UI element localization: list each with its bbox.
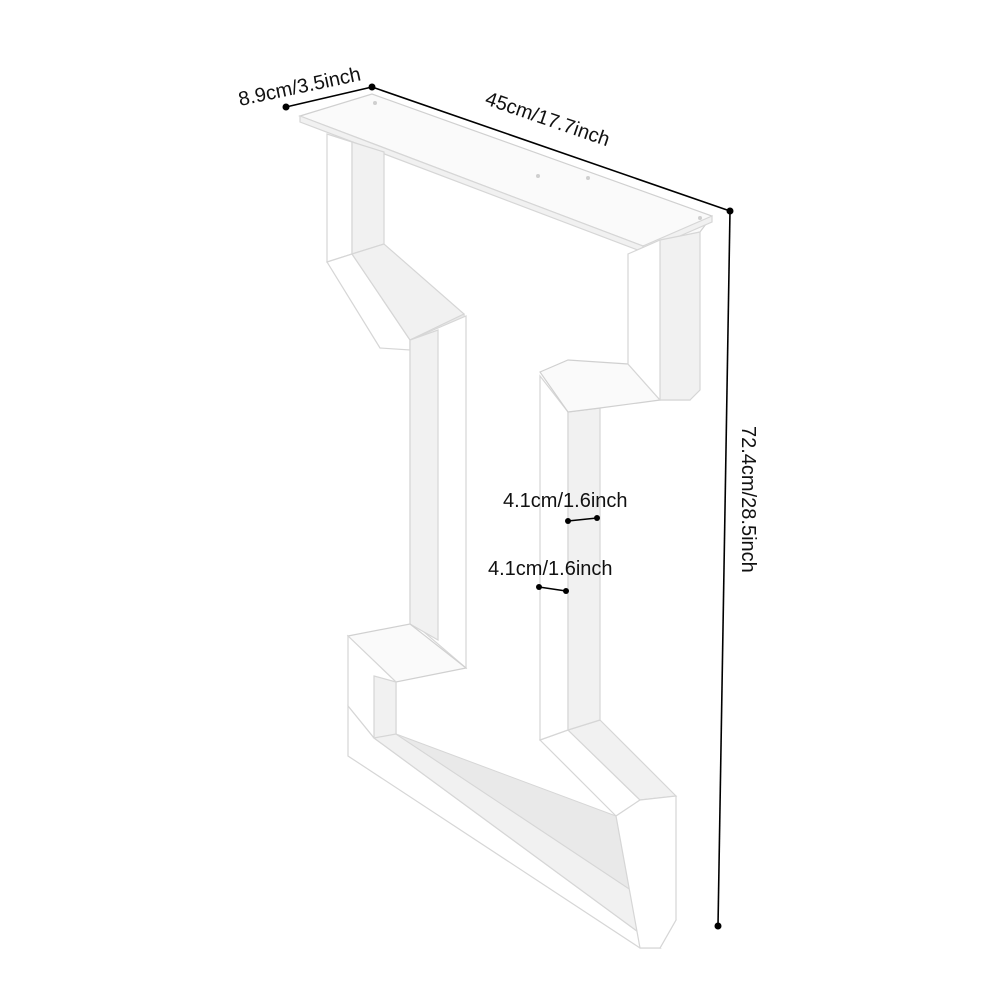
screw-hole — [698, 216, 702, 220]
tube-depth-label: 4.1cm/1.6inch — [488, 558, 613, 580]
tube-width-label: 4.1cm/1.6inch — [503, 490, 628, 512]
tube-width-dimension — [565, 515, 600, 524]
screw-hole — [536, 174, 540, 178]
left-main-post — [409, 315, 467, 670]
screw-hole — [373, 101, 377, 105]
mounting-plate — [298, 93, 713, 253]
screw-hole — [586, 176, 590, 180]
right-upper-jog — [539, 231, 701, 413]
table-leg-frame — [298, 93, 713, 949]
depth-dimension — [282, 83, 376, 111]
left-upper-post — [326, 133, 385, 263]
height-dimension — [714, 210, 731, 930]
left-lower-jog — [346, 623, 468, 741]
height-label: 72.4cm/28.5inch — [737, 426, 759, 573]
right-main-post — [539, 374, 601, 741]
right-foot-post — [615, 795, 677, 949]
tube-depth-dimension — [536, 584, 569, 594]
